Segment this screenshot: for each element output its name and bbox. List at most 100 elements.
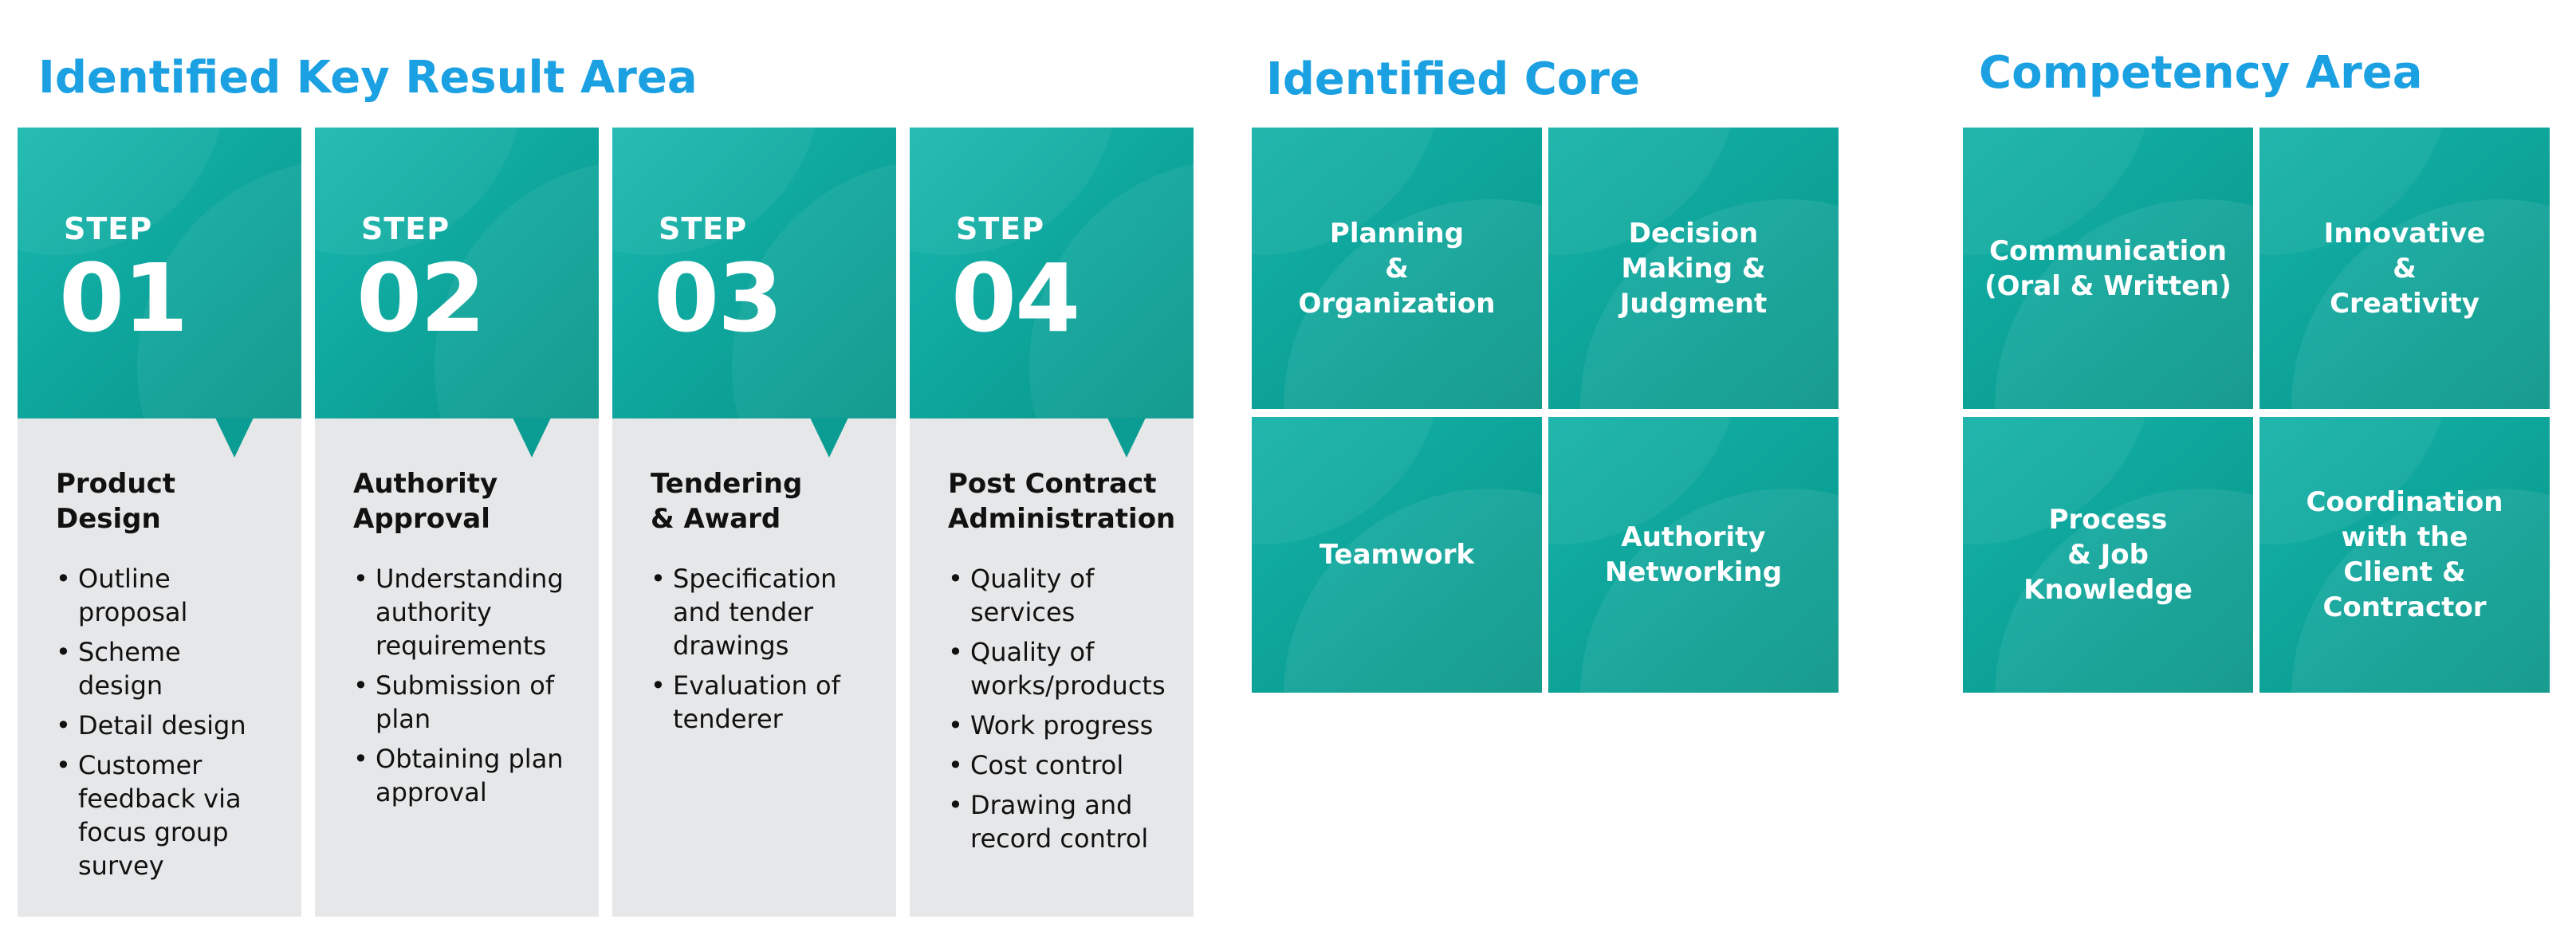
text-line: Detail design [78,710,246,741]
step-label: STEP [64,211,153,246]
step-body [910,418,1194,917]
bullet-icon: • [948,637,963,667]
text-line: focus group [78,817,229,847]
text-line: record control [970,823,1149,854]
text-line: drawings [673,631,789,661]
text-line: Creativity [2330,287,2480,320]
text-line: Design [56,503,161,535]
text-line: & Job [2067,539,2149,571]
text-line: Work progress [970,710,1154,741]
text-line: & Award [651,503,781,535]
text-line: Judgment [1619,287,1768,320]
text-line: Knowledge [2023,574,2193,606]
text-line: approval [376,777,487,807]
list-item: •Detail design [56,709,295,742]
core-tile-1: Planning&Organization [1252,128,1542,409]
step-number: 04 [951,243,1080,353]
core-tile-3: Teamwork [1252,417,1542,693]
step-label: STEP [361,211,450,246]
text-line: Quality of [970,564,1095,594]
text-line: Coordination [2306,486,2503,518]
text-line: & [2393,252,2417,285]
tile-label: Communication(Oral & Written) [1984,234,2232,304]
text-line: (Oral & Written) [1984,269,2232,302]
bullet-icon: • [56,637,71,667]
bullet-icon: • [353,564,368,594]
step-pointer-arrow [1107,418,1146,458]
key-result-area-title: Identified Key Result Area [38,52,698,104]
text-line: proposal [78,597,188,627]
text-line: Authority [1621,521,1766,553]
text-line: Cost control [970,750,1124,780]
text-line: Customer [78,750,203,780]
text-line: Process [2048,504,2168,536]
competency-area-title: Competency Area [1979,47,2423,99]
bullet-icon: • [56,564,71,594]
text-line: Quality of [970,637,1095,667]
step-title: Tendering& Award [651,466,890,536]
text-line: Client & [2343,556,2466,588]
text-line: services [970,597,1076,627]
text-line: Drawing and [970,790,1133,820]
text-line: Networking [1604,556,1783,588]
text-line: Administration [948,503,1176,535]
step-pointer-arrow [513,418,551,458]
text-line: Decision [1628,217,1759,249]
list-item: •Cost control [948,748,1187,782]
text-line: Communication [1989,234,2227,267]
step-body [18,418,301,917]
text-line: Tendering [651,468,803,500]
text-line: works/products [970,670,1166,701]
text-line: feedback via [78,784,242,814]
bullet-icon: • [948,790,963,820]
bullet-icon: • [56,710,71,741]
text-line: & [1385,252,1409,285]
bullet-icon: • [948,564,963,594]
competency-tile-1: Communication(Oral & Written) [1963,128,2253,409]
text-line: tenderer [673,704,783,734]
text-line: Innovative [2323,217,2486,249]
text-line: Product [56,468,175,500]
tile-label: Planning&Organization [1298,216,1495,321]
bullet-icon: • [353,670,368,701]
step-label: STEP [659,211,748,246]
text-line: design [78,670,163,701]
text-line: Scheme [78,637,181,667]
text-line: Outline [78,564,171,594]
list-item: •Work progress [948,709,1187,742]
text-line: with the [2341,521,2468,553]
text-line: authority [376,597,492,627]
text-line: Post Contract [948,468,1157,500]
step-body [612,418,896,917]
step-number: 03 [654,243,783,353]
text-line: Evaluation of [673,670,840,701]
step-pointer-arrow [215,418,254,458]
bullet-icon: • [353,744,368,774]
step-label: STEP [956,211,1045,246]
text-line: Making & [1621,252,1766,285]
